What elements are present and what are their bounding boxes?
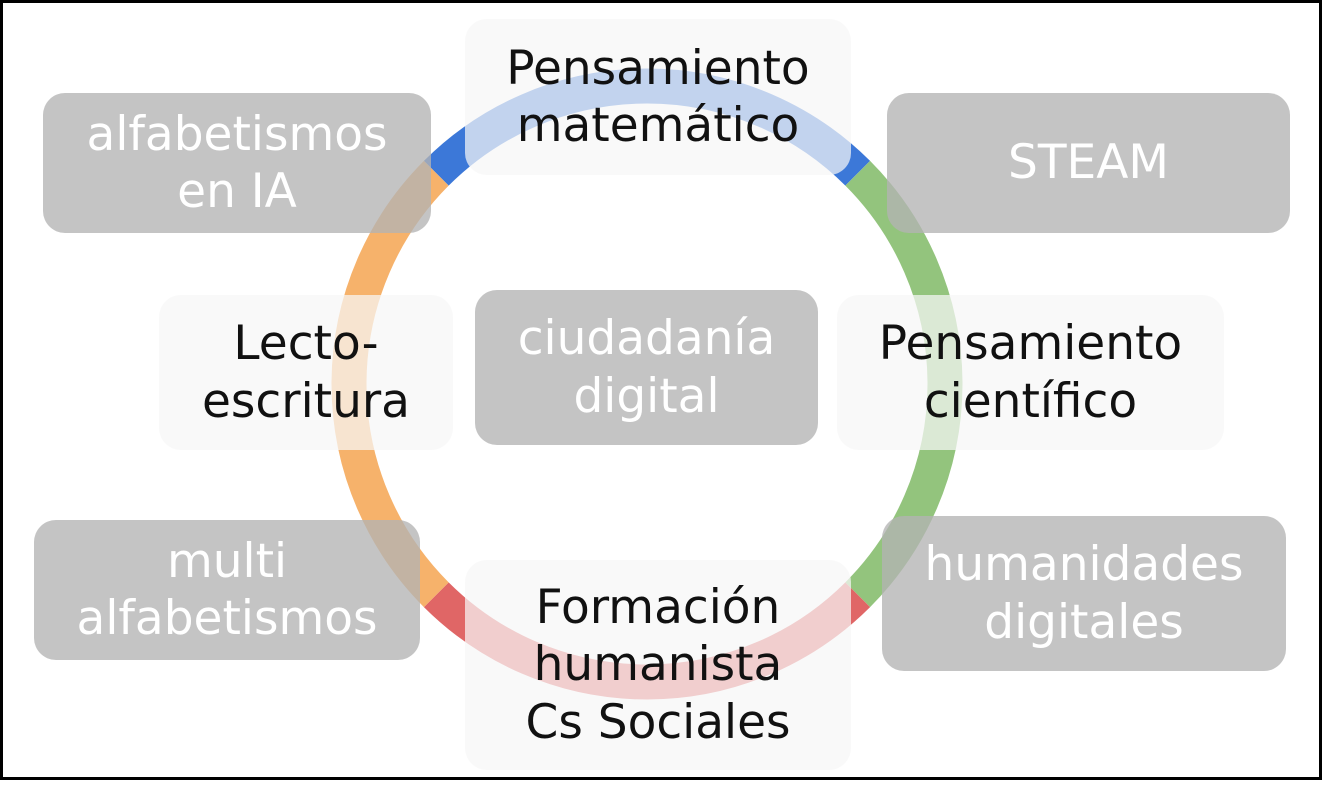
node-steam: STEAM [887,93,1290,233]
node-lectoescritura: Lecto- escritura [159,295,453,450]
node-pensamiento-cientifico: Pensamiento científico [837,295,1224,450]
node-ciudadania-digital: ciudadanía digital [475,290,818,445]
node-multi-alfabetismos: multi alfabetismos [34,520,420,660]
node-formacion-humanista: Formación humanista Cs Sociales [465,560,851,770]
node-pensamiento-matematico: Pensamiento matemático [465,19,851,175]
node-humanidades-digitales: humanidades digitales [882,516,1286,671]
node-alfabetismos-ia: alfabetismos en IA [43,93,431,233]
